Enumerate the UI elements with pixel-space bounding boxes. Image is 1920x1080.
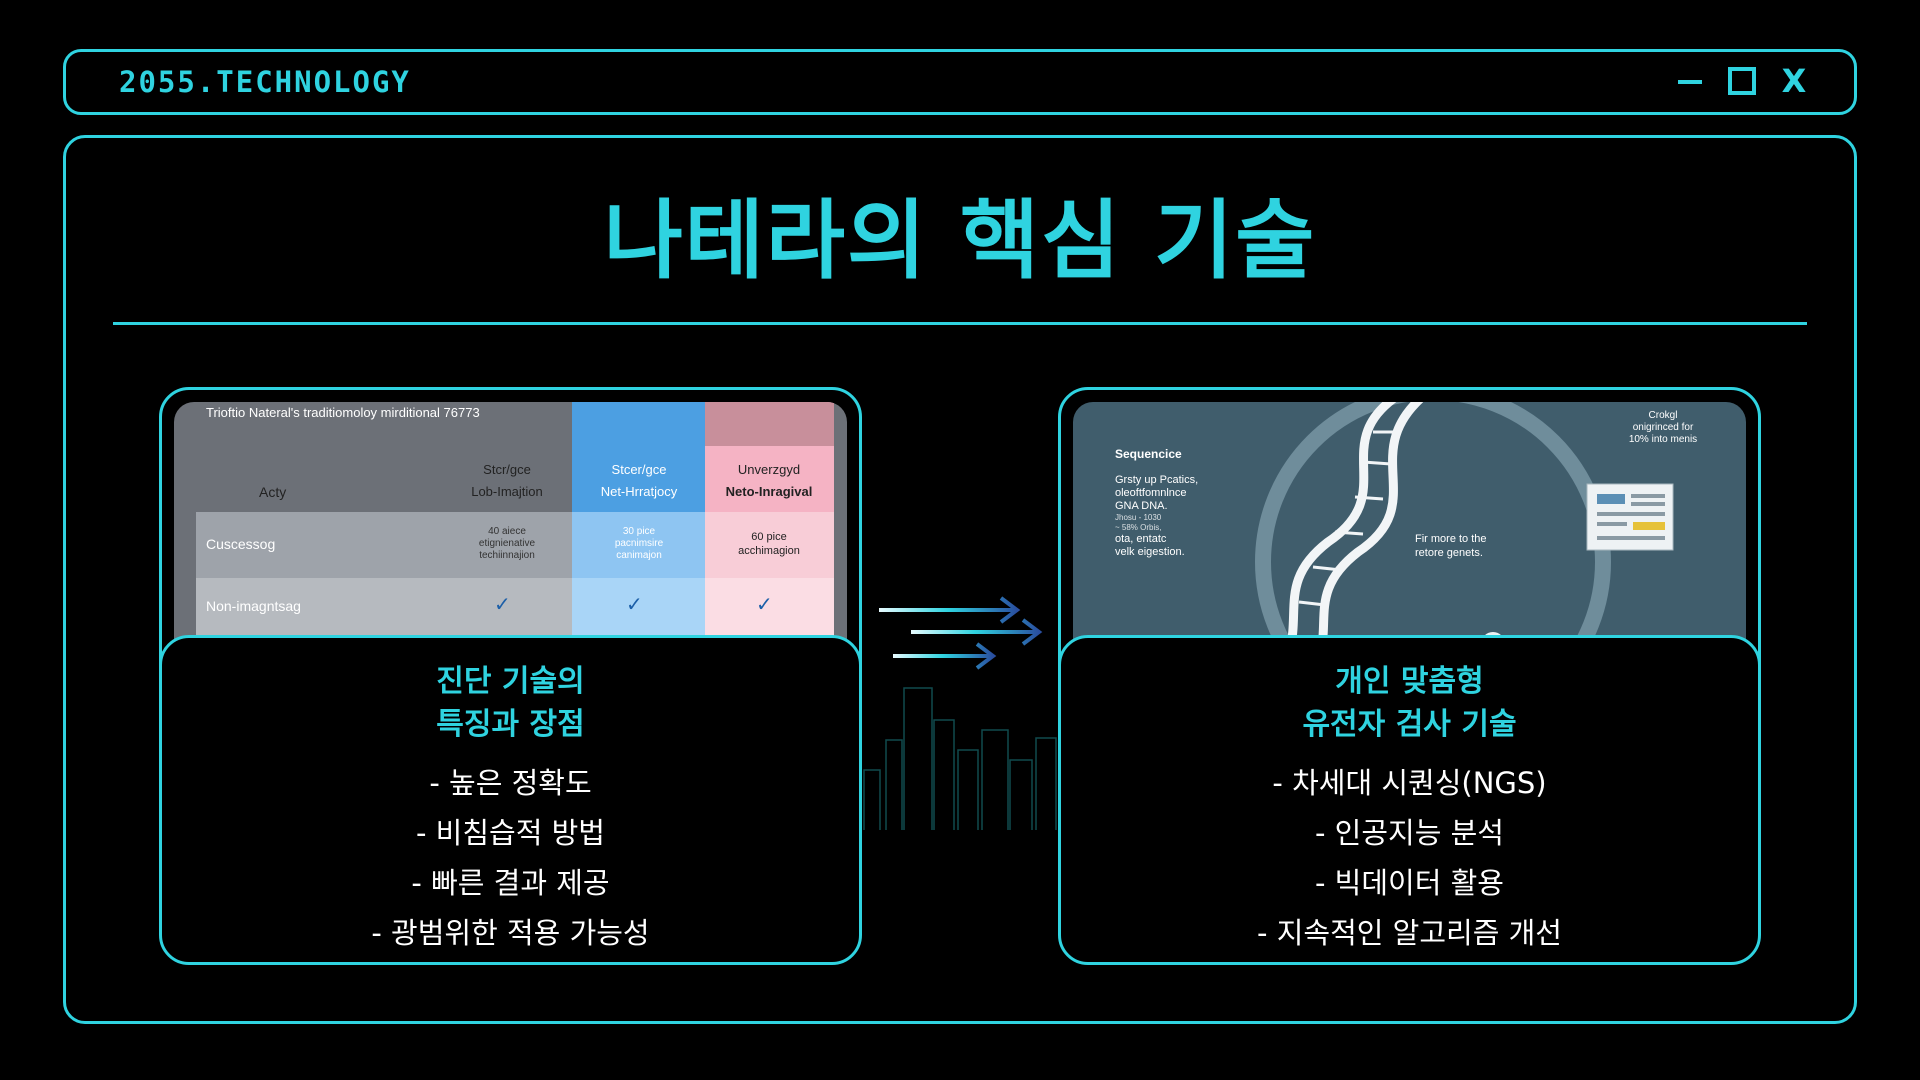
- table-row-header: Acty: [259, 484, 287, 500]
- table-caption: Trioftio Nateral's traditiomoloy mirditi…: [206, 405, 480, 420]
- dna-illustration-image: Sequencice Grsty up Pcatics, oleoftfomnl…: [1073, 402, 1746, 672]
- image-center-text: Fir more to the retore genets.: [1415, 533, 1487, 559]
- list-item: - 지속적인 알고리즘 개선: [1257, 916, 1562, 950]
- table-col-header: Lob-Imajtion: [471, 484, 543, 499]
- dna-helix-icon: [1255, 402, 1674, 672]
- table-row-label: Cuscessog: [206, 536, 276, 552]
- list-item: - 비침습적 방법: [416, 816, 605, 850]
- close-icon: X: [1781, 62, 1807, 100]
- list-item: - 차세대 시퀀싱(NGS): [1272, 766, 1547, 800]
- table-col-header: Neto-Inragival: [725, 484, 813, 499]
- genetic-testing-text-panel: 개인 맞춤형 유전자 검사 기술 - 차세대 시퀀싱(NGS) - 인공지능 분…: [1061, 635, 1758, 962]
- table-row-label: Non-imagntsag: [206, 598, 301, 614]
- list-item: - 빅데이터 활용: [1315, 866, 1504, 900]
- maximize-icon: [1728, 67, 1756, 95]
- arrows-icon: [879, 596, 1043, 670]
- list-item: - 광범위한 적용 가능성: [371, 916, 650, 950]
- table-col-header: Stcr/gce: [483, 462, 531, 477]
- window-titlebar: 2055.TECHNOLOGY X: [63, 49, 1857, 115]
- image-corner-text: Crokgl onigrinced for 10% into menis: [1628, 410, 1698, 445]
- content-frame: [63, 135, 1857, 1024]
- table-cell: 40 aiece etignienative techiinnajion: [478, 526, 536, 561]
- slide-title: 나테라의 핵심 기술: [603, 191, 1317, 291]
- check-icon: ✓: [756, 594, 773, 616]
- close-button[interactable]: X: [1778, 64, 1810, 98]
- check-icon: ✓: [494, 594, 511, 616]
- image-heading: Sequencice: [1115, 447, 1182, 461]
- table-col-header: Net-Hrratjocy: [600, 484, 678, 499]
- table-col-header: Unverzgyd: [737, 462, 801, 477]
- check-icon: ✓: [626, 594, 643, 616]
- diagnostics-text-panel: 진단 기술의 특징과 장점 - 높은 정확도 - 비침습적 방법 - 빠른 결과…: [162, 635, 859, 962]
- list-item: - 빠른 결과 제공: [411, 866, 610, 900]
- genetic-testing-card: Sequencice Grsty up Pcatics, oleoftfomnl…: [1058, 387, 1761, 965]
- title-divider: [113, 322, 1807, 325]
- city-skyline-icon: [863, 687, 1057, 830]
- window-controls: X: [1674, 64, 1810, 98]
- table-cell: 60 pice acchimagion: [738, 531, 800, 557]
- maximize-button[interactable]: [1726, 64, 1758, 98]
- feature-list: - 차세대 시퀀싱(NGS) - 인공지능 분석 - 빅데이터 활용 - 지속적…: [1061, 758, 1758, 958]
- table-cell: 30 pice pacnimsire canimajon: [614, 526, 664, 561]
- table-col-header: Stcer/gce: [611, 462, 667, 477]
- brand-label: 2055.TECHNOLOGY: [119, 65, 411, 99]
- feature-list: - 높은 정확도 - 비침습적 방법 - 빠른 결과 제공 - 광범위한 적용 …: [162, 758, 859, 958]
- card-title: 개인 맞춤형 유전자 검사 기술: [1302, 664, 1517, 742]
- comparison-table: Trioftio Nateral's traditiomoloy mirditi…: [174, 402, 847, 672]
- minimize-button[interactable]: [1674, 64, 1706, 98]
- image-body-text: Grsty up Pcatics, oleoftfomnlnce GNA DNA…: [1115, 474, 1199, 558]
- list-item: - 높은 정확도: [429, 766, 592, 800]
- comparison-table-image: Trioftio Nateral's traditiomoloy mirditi…: [174, 402, 847, 672]
- minimize-icon: [1678, 80, 1702, 84]
- card-title: 진단 기술의 특징과 장점: [436, 664, 585, 742]
- diagnostics-card: Trioftio Nateral's traditiomoloy mirditi…: [159, 387, 862, 965]
- list-item: - 인공지능 분석: [1315, 816, 1504, 850]
